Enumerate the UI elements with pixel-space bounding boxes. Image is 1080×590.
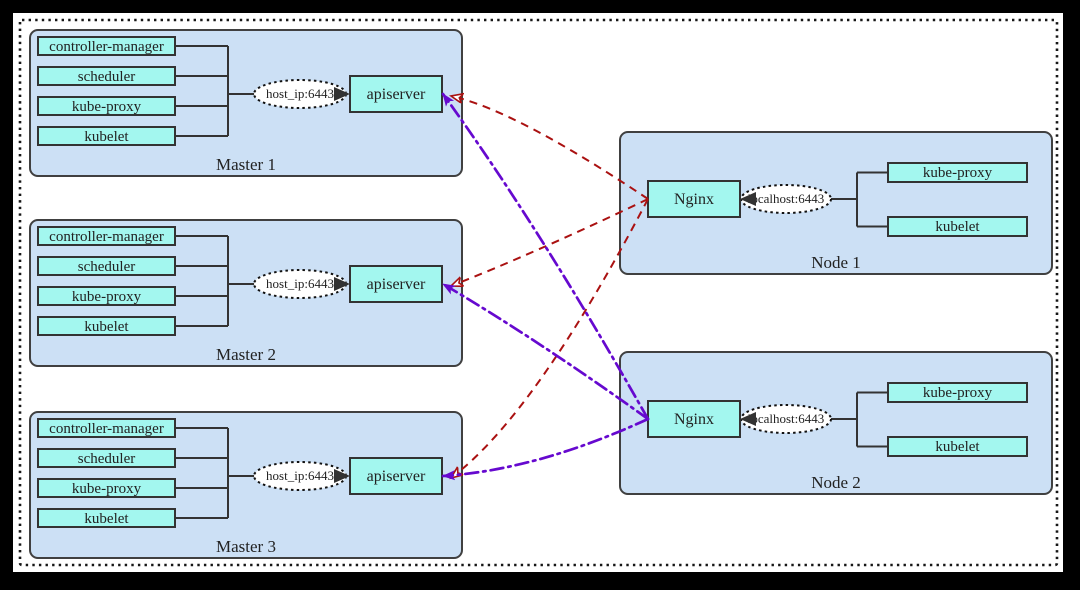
component-box — [37, 316, 176, 336]
component-box — [887, 436, 1028, 457]
component-box — [37, 478, 176, 498]
apiserver-label: apiserver — [367, 86, 426, 103]
link-node1-master2-red — [451, 198, 649, 286]
node-1-title: Node 1 — [811, 253, 861, 272]
master-2-group: controller-manager scheduler kube-proxy … — [29, 219, 463, 367]
link-node2-master3-purple — [441, 417, 650, 481]
component-box — [37, 286, 176, 306]
component-label: scheduler — [78, 259, 135, 275]
arrowhead-icon — [334, 87, 350, 101]
master-1-group: controller-manager scheduler kube-proxy … — [29, 29, 463, 177]
connector-line — [752, 391, 888, 448]
component-box — [37, 448, 176, 468]
component-label: kube-proxy — [72, 289, 142, 305]
component-box — [887, 162, 1028, 183]
component-label: kubelet — [84, 319, 129, 335]
component-box — [37, 126, 176, 146]
arrowhead-icon — [334, 469, 350, 483]
master-3-title: Master 3 — [216, 537, 276, 556]
node-1-group: kube-proxy kubelet localhost:6443 Nginx … — [619, 131, 1053, 275]
nginx-label: Nginx — [674, 191, 714, 208]
component-label: kube-proxy — [72, 481, 142, 497]
nginx-box — [647, 180, 741, 218]
component-label: kubelet — [935, 439, 980, 455]
component-label: kubelet — [84, 129, 129, 145]
link-node1-master3-red — [451, 198, 649, 478]
connector-line — [175, 427, 338, 519]
component-box — [37, 36, 176, 56]
connector-line — [752, 171, 888, 228]
connector-line — [175, 45, 338, 137]
arrowhead-icon — [740, 412, 756, 426]
component-label: controller-manager — [49, 421, 164, 437]
endpoint-label: host_ip:6443 — [266, 468, 334, 483]
apiserver-box — [349, 265, 443, 303]
connector-line — [175, 235, 338, 327]
apiserver-label: apiserver — [367, 276, 426, 293]
endpoint-label: host_ip:6443 — [266, 276, 334, 291]
component-label: kube-proxy — [72, 99, 142, 115]
apiserver-box — [349, 457, 443, 495]
nginx-label: Nginx — [674, 411, 714, 428]
component-label: scheduler — [78, 451, 135, 467]
component-label: kubelet — [935, 219, 980, 235]
apiserver-label: apiserver — [367, 468, 426, 485]
master-3-group: controller-manager scheduler kube-proxy … — [29, 411, 463, 559]
component-box — [37, 66, 176, 86]
apiserver-box — [349, 75, 443, 113]
component-box — [887, 382, 1028, 403]
component-box — [37, 418, 176, 438]
component-label: kubelet — [84, 511, 129, 527]
component-box — [37, 508, 176, 528]
arrowhead-icon — [334, 277, 350, 291]
endpoint-label: localhost:6443 — [748, 411, 825, 426]
component-label: controller-manager — [49, 229, 164, 245]
component-box — [37, 226, 176, 246]
component-label: controller-manager — [49, 39, 164, 55]
link-node2-master2-purple — [441, 282, 650, 421]
component-box — [887, 216, 1028, 237]
node-2-title: Node 2 — [811, 473, 861, 492]
master-1-title: Master 1 — [216, 155, 276, 174]
component-label: scheduler — [78, 69, 135, 85]
page-dotted-border — [18, 18, 1059, 567]
link-node2-master1-purple — [441, 92, 650, 421]
component-label: kube-proxy — [923, 385, 993, 401]
endpoint-label: localhost:6443 — [748, 191, 825, 206]
arrowhead-icon — [740, 192, 756, 206]
component-box — [37, 96, 176, 116]
component-box — [37, 256, 176, 276]
endpoint-label: host_ip:6443 — [266, 86, 334, 101]
node-2-group: kube-proxy kubelet localhost:6443 Nginx … — [619, 351, 1053, 495]
master-2-title: Master 2 — [216, 345, 276, 364]
component-label: kube-proxy — [923, 165, 993, 181]
